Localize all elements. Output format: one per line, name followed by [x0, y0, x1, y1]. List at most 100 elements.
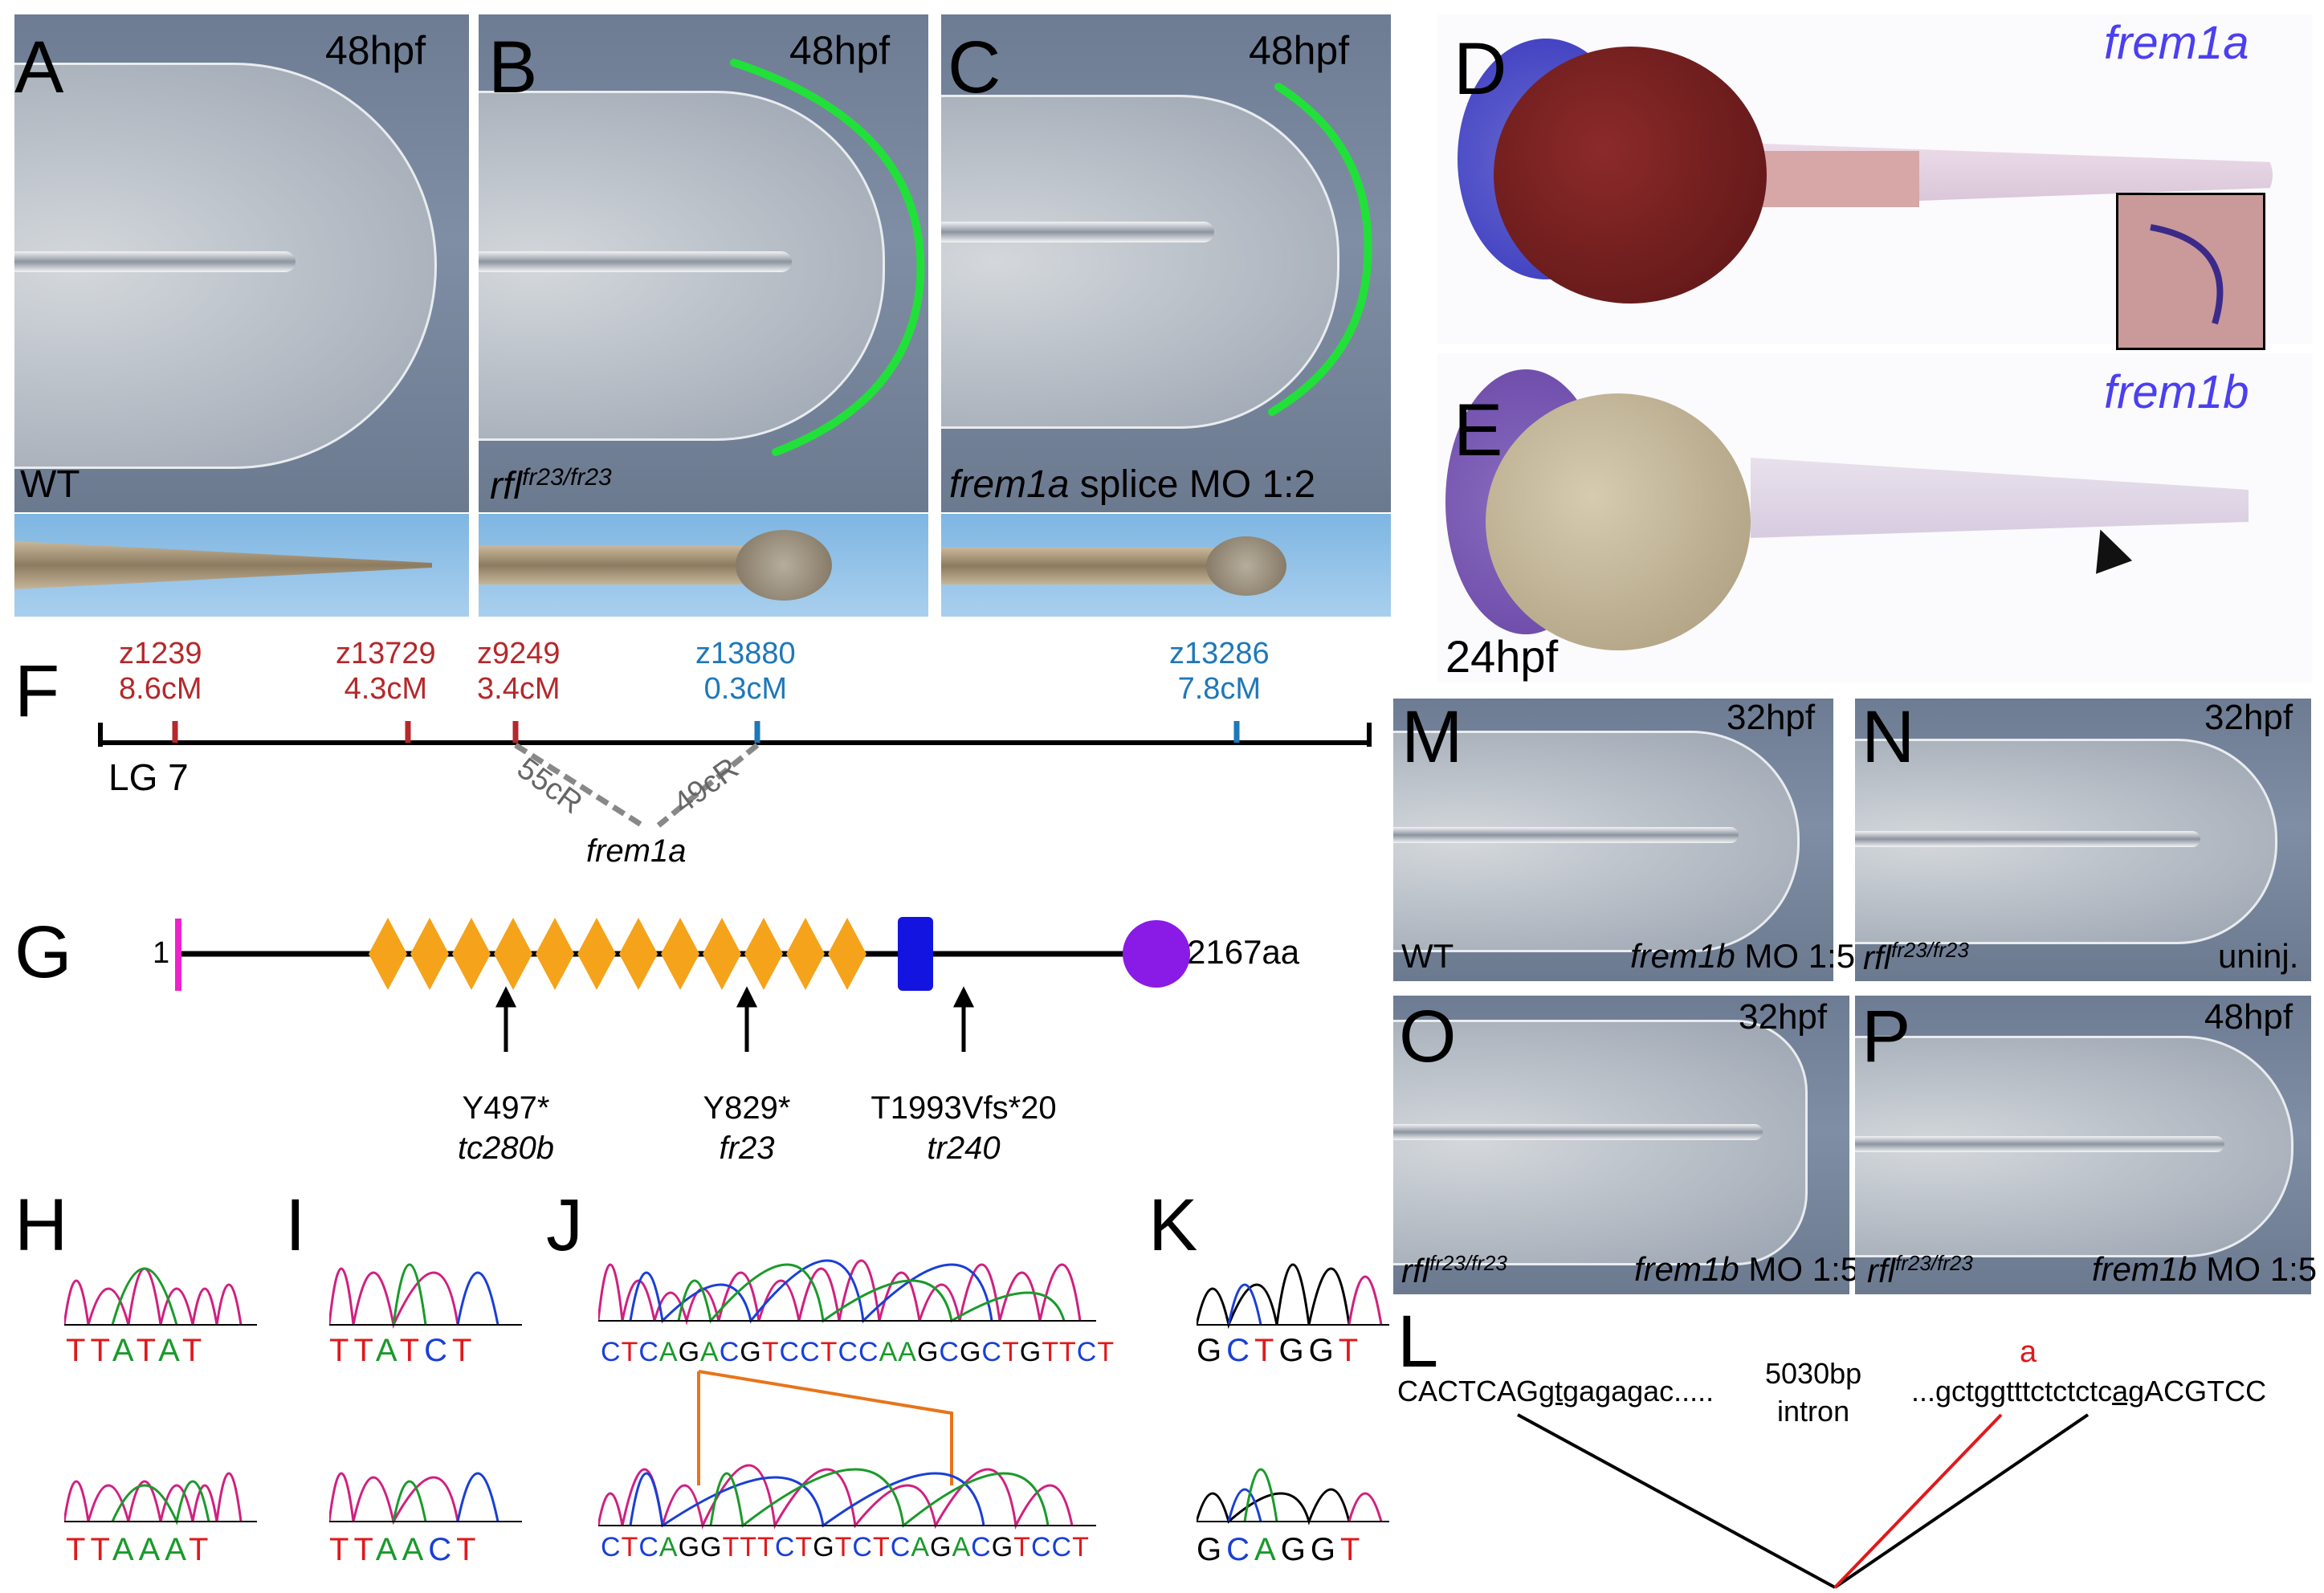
stage-label-b: 48hpf	[789, 28, 891, 73]
base-letter: T	[1339, 1532, 1365, 1567]
panel-label-l: L	[1397, 1301, 1439, 1383]
base-letter: T	[761, 1337, 780, 1367]
base-letter: G	[740, 1337, 762, 1367]
sequence-h-top: TTATAT	[66, 1333, 206, 1369]
blister	[1206, 536, 1286, 596]
highlight-arc	[730, 59, 925, 456]
base-letter: T	[66, 1333, 91, 1368]
base-letter: T	[189, 1532, 214, 1567]
base-letter: T	[1254, 1333, 1279, 1368]
base-letter: C	[719, 1337, 740, 1367]
stage-label-e: 24hpf	[1445, 631, 1559, 682]
gene-label-e: frem1b	[2104, 366, 2249, 418]
base-letter: C	[939, 1337, 960, 1367]
base-letter: T	[872, 1532, 891, 1562]
base-letter: T	[795, 1532, 813, 1562]
base-letter: T	[136, 1333, 159, 1368]
base-letter: C	[779, 1337, 801, 1367]
base-letter: C	[1226, 1532, 1255, 1567]
panel-label-o: O	[1399, 996, 1457, 1078]
genotype-label-p: rflfr23/fr23	[1867, 1251, 1973, 1289]
stage-label-o: 32hpf	[1739, 997, 1828, 1037]
panel-o-fin-image	[1393, 996, 1849, 1294]
base-letter: A	[700, 1337, 720, 1367]
base-letter: T	[757, 1532, 775, 1562]
arrowhead	[2081, 523, 2133, 574]
base-letter: T	[1001, 1337, 1020, 1367]
splice-left-sequence: CACTCAGgtgagagac.....	[1397, 1375, 1714, 1408]
chromatogram-j-bottom	[598, 1464, 1096, 1530]
base-letter: G	[1310, 1532, 1340, 1567]
chromatogram-i-bottom	[329, 1472, 522, 1526]
chromatogram-i-top	[329, 1263, 522, 1329]
panel-label-g: G	[14, 911, 72, 993]
notochord	[1393, 827, 1739, 843]
base-letter: C	[890, 1532, 911, 1562]
base-letter: A	[658, 1337, 679, 1367]
base-letter: C	[858, 1337, 879, 1367]
blister	[736, 530, 832, 601]
linkage-map	[98, 721, 1372, 828]
base-letter: T	[451, 1333, 477, 1368]
tail-tip	[479, 546, 752, 585]
base-letter: T	[353, 1333, 376, 1368]
panel-n-fin-image	[1855, 699, 2311, 981]
notochord	[1393, 1124, 1763, 1140]
highlight-arc	[1268, 83, 1372, 416]
sequence-i-bottom: TTAACT	[329, 1532, 481, 1568]
base-letter: T	[820, 1337, 838, 1367]
gene-label-d: frem1a	[2104, 17, 2249, 69]
notochord	[479, 251, 792, 272]
treatment-label-n: uninj.	[2218, 937, 2299, 975]
base-letter: A	[402, 1532, 429, 1567]
base-letter: T	[181, 1333, 207, 1368]
base-letter: T	[90, 1333, 112, 1368]
chromatogram-k-top	[1197, 1263, 1389, 1330]
base-letter: G	[813, 1532, 835, 1562]
chromatogram-j-top	[598, 1259, 1096, 1326]
treatment-label-m: frem1b MO 1:5	[1630, 937, 1856, 975]
notochord	[1855, 1136, 2224, 1152]
base-letter: G	[1278, 1333, 1309, 1368]
base-letter: C	[981, 1337, 1002, 1367]
panel-label-m: M	[1401, 696, 1463, 778]
point-mutation: a	[2020, 1335, 2037, 1369]
base-letter: C	[638, 1337, 659, 1367]
notochord	[1855, 831, 2200, 847]
sequence-j-top: CTCAGACGTCCTCCAAGCGCTGTTCT	[601, 1337, 1115, 1368]
base-letter: T	[740, 1532, 758, 1562]
chromatogram-h-top	[64, 1267, 257, 1326]
base-letter: T	[399, 1333, 425, 1368]
base-letter: G	[1197, 1333, 1227, 1368]
sequence-h-bottom: TTAAAT	[66, 1532, 213, 1568]
linkage-group-label: LG 7	[108, 756, 189, 798]
splice-right-sequence: ...gctggtttctctctcagACGTCC	[1911, 1375, 2267, 1408]
mutation-y829: Y829*fr23	[703, 1090, 791, 1166]
base-letter: C	[428, 1532, 457, 1567]
base-letter: G	[991, 1532, 1014, 1562]
base-letter: A	[112, 1333, 137, 1368]
stage-label-p: 48hpf	[2204, 997, 2293, 1037]
base-letter: T	[1058, 1337, 1077, 1367]
panel-a-fin-image	[14, 14, 469, 512]
panel-label-b: B	[488, 26, 538, 108]
base-letter: A	[158, 1333, 182, 1368]
base-letter: A	[952, 1532, 972, 1562]
panel-label-e: E	[1454, 389, 1503, 471]
notochord	[941, 222, 1214, 242]
base-letter: G	[678, 1532, 701, 1562]
panel-b-lateral-strip	[479, 514, 928, 617]
genotype-label-b: rflfr23/fr23	[490, 464, 612, 507]
panel-label-p: P	[1861, 996, 1911, 1078]
panel-p-fin-image	[1855, 996, 2311, 1294]
calx-beta-repeats	[369, 918, 866, 990]
panel-label-j: J	[546, 1184, 583, 1266]
base-letter: G	[678, 1337, 701, 1367]
splice-lines	[1517, 1413, 2090, 1589]
base-letter: A	[898, 1337, 917, 1367]
base-letter: T	[329, 1333, 354, 1368]
mutation-y497: Y497*tc280b	[457, 1090, 555, 1166]
